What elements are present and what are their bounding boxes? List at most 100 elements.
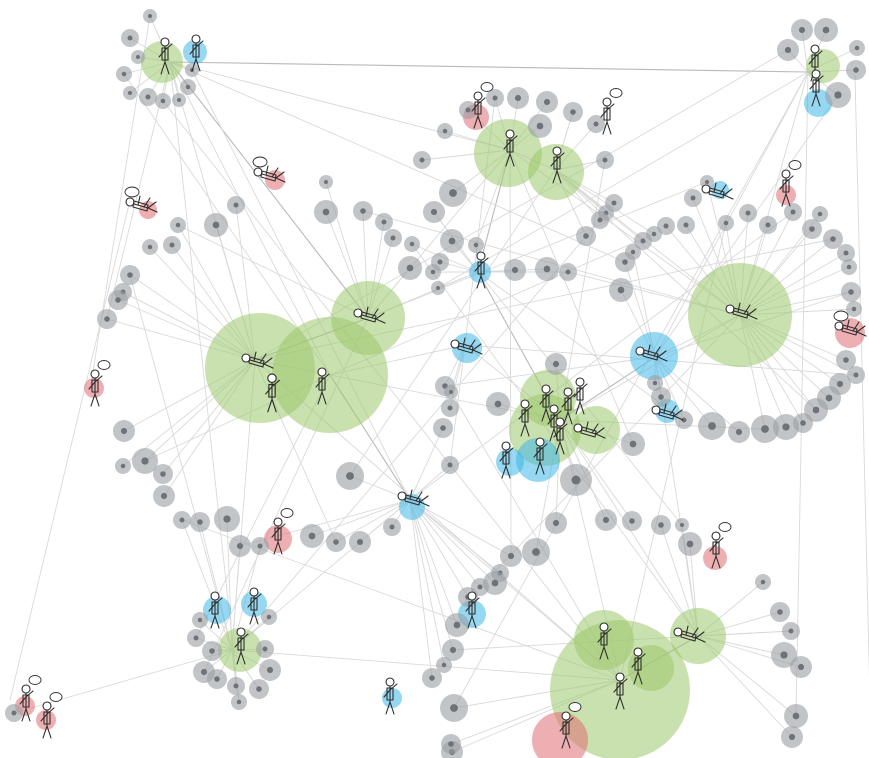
long-edge [477,271,685,421]
spoke-edge [409,427,444,501]
person-head [602,97,612,107]
person-standing-icon [383,677,398,715]
gray-node-core [765,222,771,228]
person-standing-icon [40,692,63,739]
person-torso [542,394,550,408]
gray-node-core [160,98,166,104]
gray-node-core [430,208,438,216]
gray-node [621,432,645,456]
long-edge [409,211,794,501]
gray-node [441,456,459,474]
speech-bubble-icon [252,156,268,168]
gray-node [139,88,157,106]
person-standing-icon [465,591,480,629]
gray-node-core [760,579,766,585]
gray-node [591,211,609,229]
gray-node-core [389,524,395,530]
gray-node-core [846,264,852,270]
gray-node-core [532,548,540,556]
person-head [317,367,327,377]
frame-edge [9,199,131,701]
gray-node [784,203,802,221]
gray-node [500,545,522,567]
speech-bubble-icon [480,82,494,92]
gray-node-core [141,457,149,465]
person-head [236,627,246,637]
gray-node-core [127,272,133,278]
gray-node-core [381,219,387,225]
long-edge [479,314,741,588]
gray-node-core [652,380,658,386]
person-torso [600,632,608,646]
gray-node-core [266,614,272,620]
gray-node [684,189,702,207]
long-edge [367,181,708,319]
person-standing-icon [503,129,518,167]
gray-node [675,518,689,532]
bubble-shape [568,702,582,712]
person-torso [708,187,725,199]
gray-node-core [324,180,328,184]
green-halo [331,281,405,355]
person-head [811,69,821,79]
gray-node [678,532,702,556]
gray-node-core [128,91,132,95]
gray-node-core [680,523,684,527]
gray-node-core [136,55,140,59]
person-body [842,319,867,337]
gray-node-core [543,98,551,106]
gray-node-core [214,676,220,682]
gray-node [116,66,132,82]
long-edge [349,169,556,477]
gray-node-core [663,223,669,229]
person-head [711,531,721,541]
frame-edge [89,15,151,391]
gray-node [251,537,269,555]
gray-node [172,93,186,107]
gray-node-core [447,462,453,468]
person-torso [161,47,169,61]
person-body [405,489,430,507]
gray-node-core [419,157,425,163]
gray-node [781,726,803,748]
person-lying-icon [673,625,706,643]
red-halo [36,710,56,730]
speech-bubble-icon [28,675,42,685]
gray-node-core [175,222,181,228]
gray-node-core [792,712,800,720]
green-halo [474,119,542,187]
gray-node [507,87,529,109]
person-standing-icon [208,591,223,629]
bubble-shape [124,186,140,198]
spoke-edge [409,499,445,666]
gray-node-core [683,222,689,228]
person-head [725,304,735,314]
person-body [581,421,606,439]
gray-node [227,196,245,214]
gray-node [468,237,484,253]
gray-node-core [812,406,820,414]
person-standing-icon [553,417,568,455]
gray-node [97,309,117,329]
gray-node [849,40,865,56]
gray-node-core [507,552,515,560]
gray-node [326,532,346,552]
person-head [253,167,263,177]
gray-node-core [788,733,796,741]
gray-node [192,612,208,628]
spoke-edge [409,499,496,584]
person-body [261,165,286,183]
gray-node-core [570,109,576,115]
gray-node-core [817,211,823,217]
gray-node [545,353,567,375]
person-lying-icon [701,182,734,200]
gray-node-core [333,539,339,545]
speech-bubble-icon [124,186,140,198]
hub-edge [169,61,809,73]
gray-node [770,602,790,622]
speech-bubble-icon [833,310,849,322]
person-torso [502,451,510,465]
gray-node-core [552,360,560,368]
gray-node [622,511,642,531]
person-torso [634,657,642,671]
